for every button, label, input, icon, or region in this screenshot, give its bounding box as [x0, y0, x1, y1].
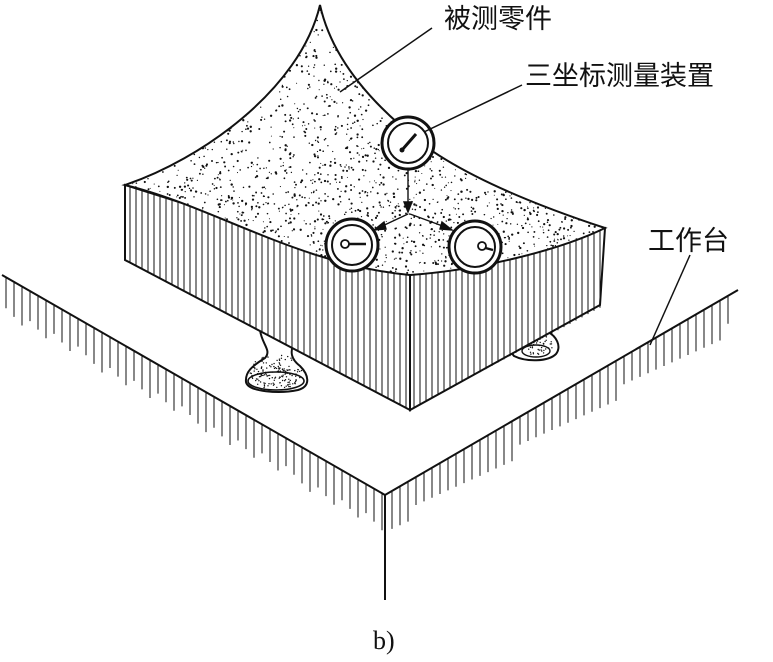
- gauge-right: [449, 221, 501, 273]
- label-worktable: 工作台: [648, 228, 729, 255]
- label-measurement-device: 三坐标测量装置: [525, 63, 714, 90]
- leader-device: [424, 85, 522, 132]
- figure-caption: b): [373, 628, 395, 654]
- leader-part: [340, 28, 432, 92]
- gauge-top: [382, 117, 434, 169]
- gauge-left: [326, 219, 378, 271]
- label-measured-part: 被测零件: [444, 6, 552, 33]
- leader-table: [650, 255, 690, 345]
